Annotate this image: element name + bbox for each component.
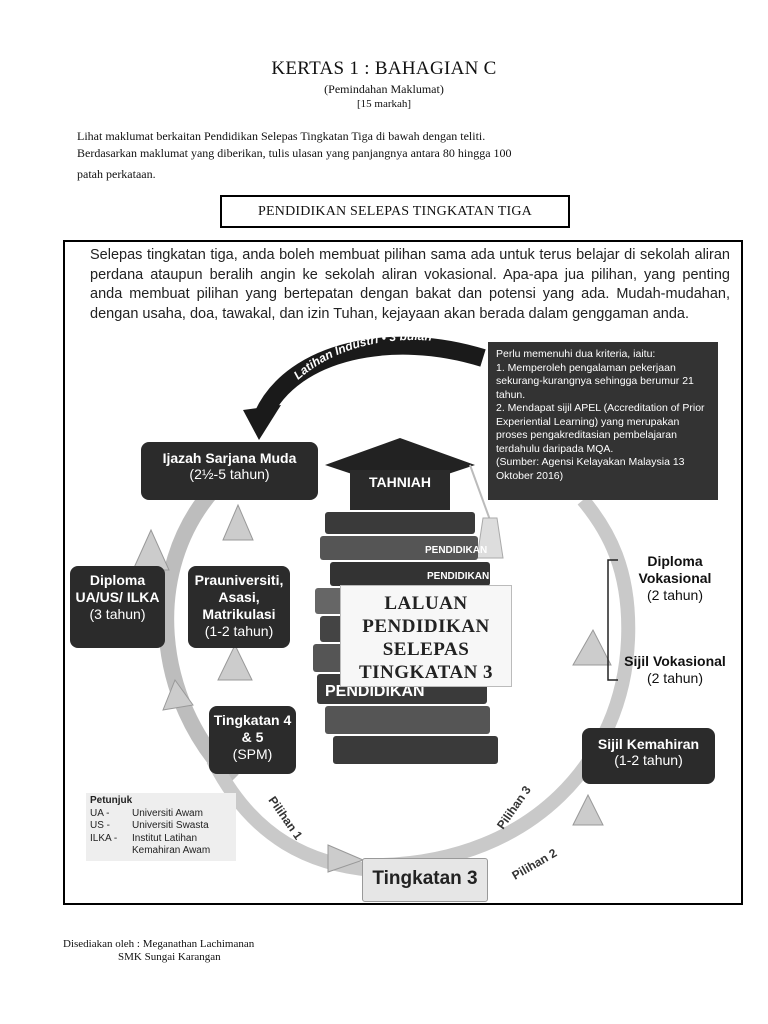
box-sijil-kemahiran: Sijil Kemahiran (1-2 tahun)	[582, 728, 715, 784]
arrow-up-2	[222, 503, 254, 541]
marks-label: [15 markah]	[356, 98, 412, 110]
book-8	[325, 706, 490, 734]
legend-row: UA -Universiti Awam	[90, 807, 203, 819]
right-arc	[382, 495, 636, 872]
arrow-up-4	[162, 678, 194, 711]
legend-row: ILKA -Institut Latihan Kemahiran Awam	[90, 832, 211, 857]
instruction-line-3: patah perkataan.	[77, 167, 156, 181]
book-7-label: PENDIDIKAN	[325, 683, 425, 700]
criteria-note: Perlu memenuhi dua kriteria, iaitu: 1. M…	[488, 342, 718, 500]
footer-school: SMK Sungai Karangan	[118, 951, 221, 963]
prauniversiti-title: Prauniversiti, Asasi, Matrikulasi	[194, 572, 284, 622]
laluan-line-2: PENDIDIKAN	[362, 616, 490, 637]
legend-box: Petunjuk UA -Universiti Awam US -Univers…	[86, 793, 236, 861]
infographic-panel	[63, 240, 743, 905]
topic-title-box: PENDIDIKAN SELEPAS TINGKATAN TIGA	[220, 195, 570, 228]
cap-tassel-icon	[476, 517, 504, 559]
ijazah-title: Ijazah Sarjana Muda	[162, 450, 297, 466]
diploma-vok-title: Diploma Vokasional	[638, 553, 712, 586]
arrow-up-right-1	[572, 628, 612, 666]
laluan-line-1: LALUAN	[384, 593, 468, 614]
arrow-up-right-2	[572, 793, 604, 826]
box-tingkatan-3: Tingkatan 3	[362, 858, 488, 902]
intro-paragraph: Selepas tingkatan tiga, anda boleh membu…	[90, 247, 730, 322]
flow-diagram-arrows: Latihan Industri • 3 bulan Pilihan 1 Pil…	[132, 329, 636, 883]
instructions: Lihat maklumat berkaitan Pendidikan Sele…	[77, 128, 637, 183]
sijil-kemahiran-title: Sijil Kemahiran	[597, 736, 700, 752]
instruction-line-2: Berdasarkan maklumat yang diberikan, tul…	[77, 146, 512, 160]
arrow-right-1	[327, 844, 365, 873]
arrow-up-1	[132, 528, 170, 571]
diploma-vok-duration: (2 tahun)	[646, 587, 704, 603]
book-1	[325, 512, 475, 534]
cycle-arrow-ring	[158, 484, 239, 786]
laluan-line-4: TINGKATAN 3	[358, 662, 494, 683]
book-9	[333, 736, 498, 764]
book-2-label: PENDIDIKAN	[425, 545, 487, 556]
box-tingkatan-45: Tingkatan 4 & 5 (SPM)	[209, 706, 296, 774]
legend-title: Petunjuk	[90, 795, 133, 806]
criteria-source: (Sumber: Agensi Kelayakan Malaysia 13 Ok…	[496, 456, 685, 482]
book-3	[330, 562, 490, 586]
box-diploma-ua: Diploma UA/US/ ILKA (3 tahun)	[70, 566, 165, 648]
book-2	[320, 536, 478, 560]
laluan-line-3: SELEPAS	[382, 639, 470, 660]
page-title: KERTAS 1 : BAHAGIAN C	[271, 58, 497, 79]
box-prauniversiti: Prauniversiti, Asasi, Matrikulasi (1-2 t…	[188, 566, 290, 648]
right-bracket	[607, 559, 618, 681]
arrow-up-3	[217, 643, 253, 681]
diploma-ua-title: Diploma UA/US/ ILKA	[75, 572, 160, 605]
tahniah-text: TAHNIAH	[369, 474, 431, 490]
laluan-title-card: LALUAN PENDIDIKAN SELEPAS TINGKATAN 3	[340, 585, 512, 687]
diploma-ua-duration: (3 tahun)	[89, 606, 146, 622]
sijil-vok-title: Sijil Vokasional	[624, 653, 726, 669]
diploma-vokasional-label: Diploma Vokasional (2 tahun)	[620, 553, 730, 604]
instruction-line-1: Lihat maklumat berkaitan Pendidikan Sele…	[77, 129, 486, 143]
footer-prepared-by: Disediakan oleh : Meganathan Lachimanan	[63, 938, 255, 950]
criteria-item-1: 1. Memperoleh pengalaman pekerjaan sekur…	[496, 361, 694, 401]
tingkatan-45-title: Tingkatan 4 & 5	[213, 712, 292, 745]
sijil-vokasional-label: Sijil Vokasional (2 tahun)	[620, 653, 730, 687]
ijazah-duration: (2½-5 tahun)	[189, 466, 270, 482]
industry-arc	[254, 336, 486, 420]
criteria-intro: Perlu memenuhi dua kriteria, iaitu:	[496, 348, 656, 360]
tingkatan-45-duration: (SPM)	[232, 746, 273, 762]
sijil-vok-duration: (2 tahun)	[646, 670, 704, 686]
criteria-item-2: 2. Mendapat sijil APEL (Accreditation of…	[496, 402, 705, 455]
book-3-label: PENDIDIKAN	[427, 571, 489, 582]
box-ijazah: Ijazah Sarjana Muda (2½-5 tahun)	[141, 442, 318, 500]
sijil-kemahiran-duration: (1-2 tahun)	[614, 752, 683, 768]
prauniversiti-duration: (1-2 tahun)	[204, 623, 274, 639]
legend-row: US -Universiti Swasta	[90, 820, 209, 831]
pilihan-2-label: Pilihan 2	[510, 846, 560, 883]
page-subtitle: (Pemindahan Maklumat)	[324, 82, 444, 96]
industry-arrow-head	[243, 405, 281, 440]
bottom-left-arc	[206, 756, 374, 877]
